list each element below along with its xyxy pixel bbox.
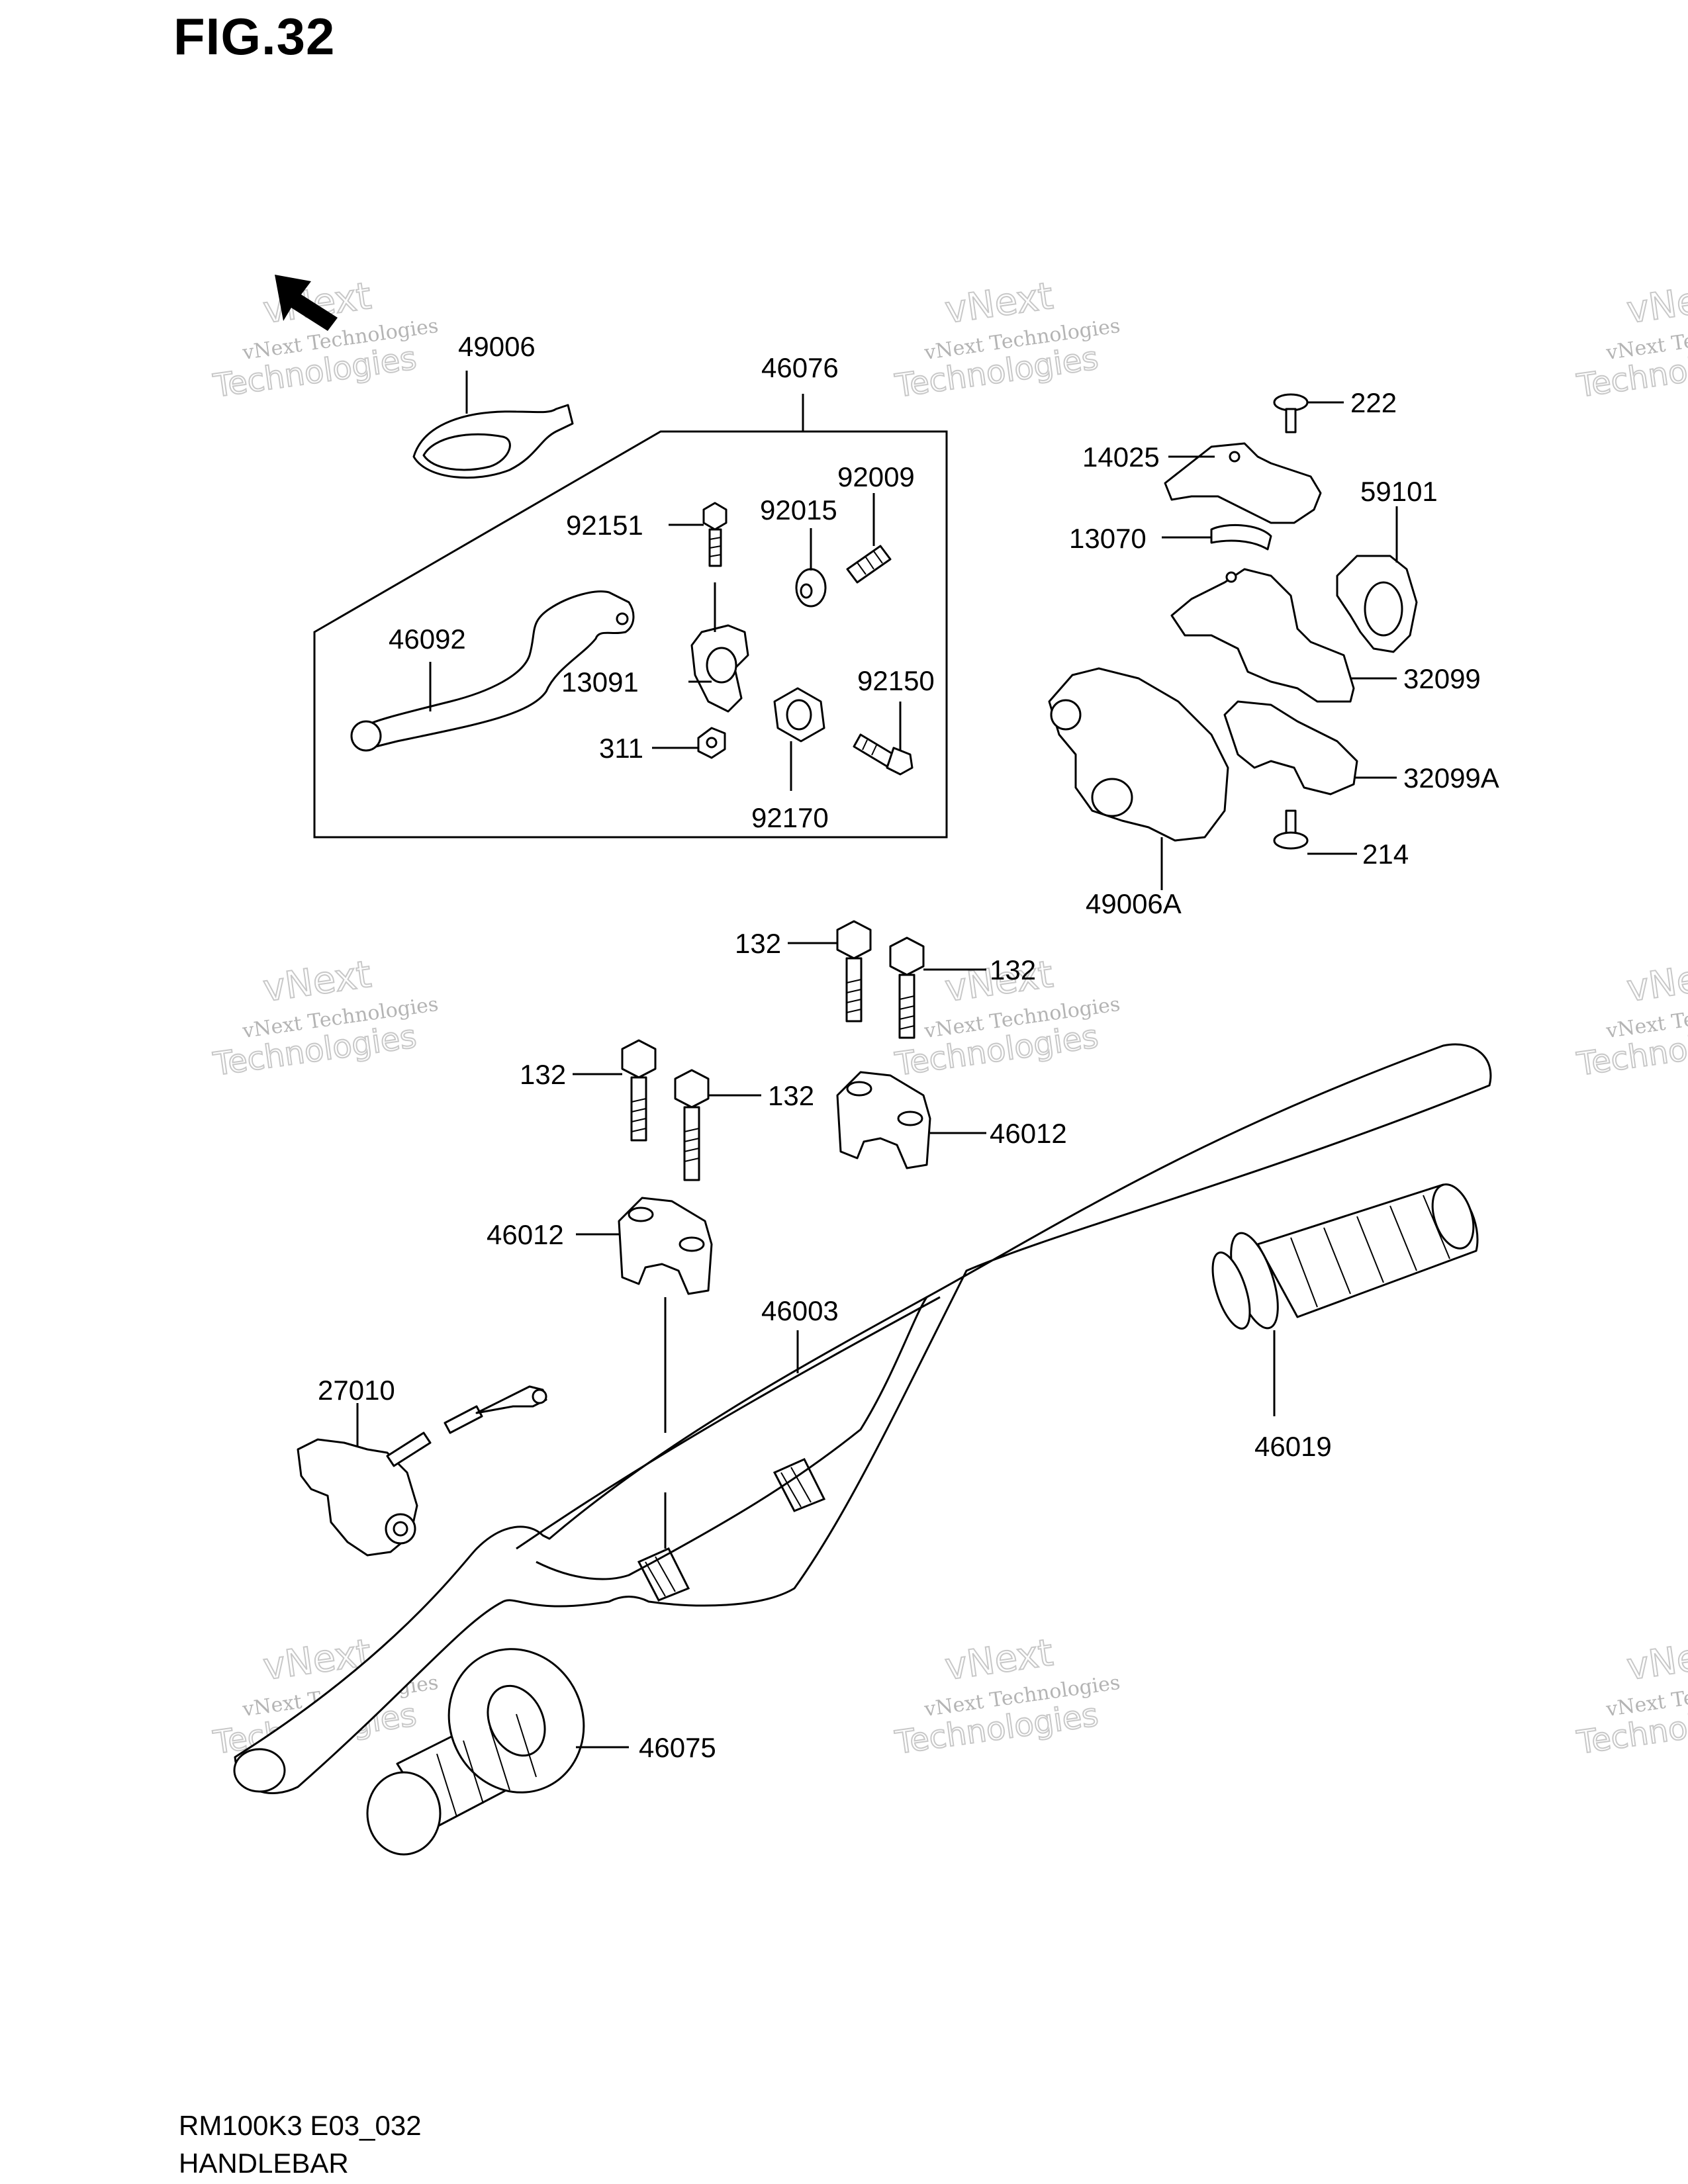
- part-right-grip-46019: [1211, 1183, 1479, 1416]
- part-throttle-body-49006a: [1048, 667, 1229, 890]
- watermark-tc: vNext vNext Technologies Technologies: [892, 274, 1121, 406]
- part-bolt-132-a: [788, 920, 872, 1023]
- part-bolt-92009: [846, 493, 892, 584]
- label-49006a: 49006A: [1086, 888, 1182, 919]
- watermark-br: vNext vNext Technologies Technologies: [1573, 1631, 1688, 1762]
- label-311: 311: [599, 733, 643, 764]
- label-13091: 13091: [561, 666, 639, 698]
- part-bolt-132-c: [573, 1039, 657, 1142]
- label-46019: 46019: [1254, 1431, 1332, 1462]
- part-screw-222: [1273, 393, 1344, 433]
- footer-section-name: HANDLEBAR: [179, 2148, 349, 2179]
- label-46076: 46076: [761, 352, 839, 383]
- footer-model-code: RM100K3 E03_032: [179, 2110, 422, 2141]
- label-132-b: 132: [990, 954, 1036, 985]
- watermark-tl: vNext vNext Technologies Technologies: [210, 274, 440, 406]
- part-screw-214: [1273, 809, 1357, 855]
- watermark-ml: vNext vNext Technologies Technologies: [210, 952, 440, 1084]
- label-92150: 92150: [857, 665, 935, 696]
- label-46092: 46092: [389, 623, 466, 655]
- watermark-vnext: vNext: [1624, 1631, 1688, 1689]
- part-nut-311: [652, 727, 726, 759]
- label-46075: 46075: [639, 1732, 716, 1763]
- label-27010: 27010: [318, 1375, 395, 1406]
- part-clamp-46012-lower: [576, 1197, 713, 1295]
- part-throttle-housing-32099: [1170, 568, 1397, 703]
- part-throttle-pulley-59101: [1336, 506, 1418, 653]
- label-92170: 92170: [751, 802, 829, 833]
- part-bolt-92150: [853, 702, 914, 776]
- watermark-bc: vNext vNext Technologies Technologies: [892, 1631, 1121, 1762]
- part-clutch-lever-46092: [350, 590, 635, 752]
- label-132-c: 132: [520, 1059, 566, 1090]
- label-92015: 92015: [760, 494, 837, 525]
- part-adjuster-92015: [795, 528, 827, 608]
- watermark-vnext: vNext: [261, 953, 374, 1011]
- part-throttle-cap-32099a: [1223, 700, 1397, 796]
- part-bolt-92151: [669, 502, 727, 567]
- part-bolt-132-d: [674, 1069, 761, 1181]
- watermark-vnext: vNext: [943, 1631, 1056, 1689]
- watermark-vnext: vNext: [943, 275, 1056, 332]
- figure-title: FIG.32: [173, 7, 336, 66]
- part-handlebar-46003: [233, 1043, 1492, 1795]
- part-mirror-49006: [412, 371, 574, 479]
- label-46012-upper: 46012: [990, 1118, 1067, 1149]
- front-direction-arrow-icon: [275, 275, 338, 331]
- label-214: 214: [1362, 839, 1409, 870]
- label-132-d: 132: [768, 1080, 814, 1111]
- watermark-group: vNext vNext Technologies Technologies vN…: [210, 274, 1688, 1762]
- label-92009: 92009: [837, 461, 915, 492]
- label-46003: 46003: [761, 1295, 839, 1326]
- label-49006: 49006: [458, 331, 536, 362]
- label-46012-lower: 46012: [487, 1219, 564, 1250]
- watermark-vnext: vNext: [1624, 275, 1688, 332]
- label-13070: 13070: [1069, 523, 1147, 554]
- part-clamp-46012-upper: [836, 1071, 986, 1169]
- part-lever-holder-13091: [688, 582, 749, 713]
- part-holder-92170: [773, 687, 825, 791]
- label-92151: 92151: [566, 510, 643, 541]
- lever-assembly-box: [313, 430, 948, 839]
- part-cover-14025: [1164, 442, 1322, 524]
- label-32099a: 32099A: [1403, 762, 1499, 794]
- watermark-tr: vNext vNext Technologies Technologies: [1573, 274, 1688, 406]
- part-engine-stop-switch-27010: [297, 1385, 547, 1557]
- label-14025: 14025: [1082, 441, 1160, 473]
- label-132-a: 132: [735, 928, 781, 959]
- label-59101: 59101: [1360, 476, 1438, 507]
- label-222: 222: [1350, 387, 1397, 418]
- watermark-mr: vNext vNext Technologies Technologies: [1573, 952, 1688, 1084]
- label-32099: 32099: [1403, 663, 1481, 694]
- part-left-grip-46075: [366, 1648, 629, 1856]
- part-ring-13070: [1162, 524, 1272, 551]
- watermark-vnext: vNext: [1624, 953, 1688, 1011]
- part-bolt-132-b: [889, 936, 986, 1039]
